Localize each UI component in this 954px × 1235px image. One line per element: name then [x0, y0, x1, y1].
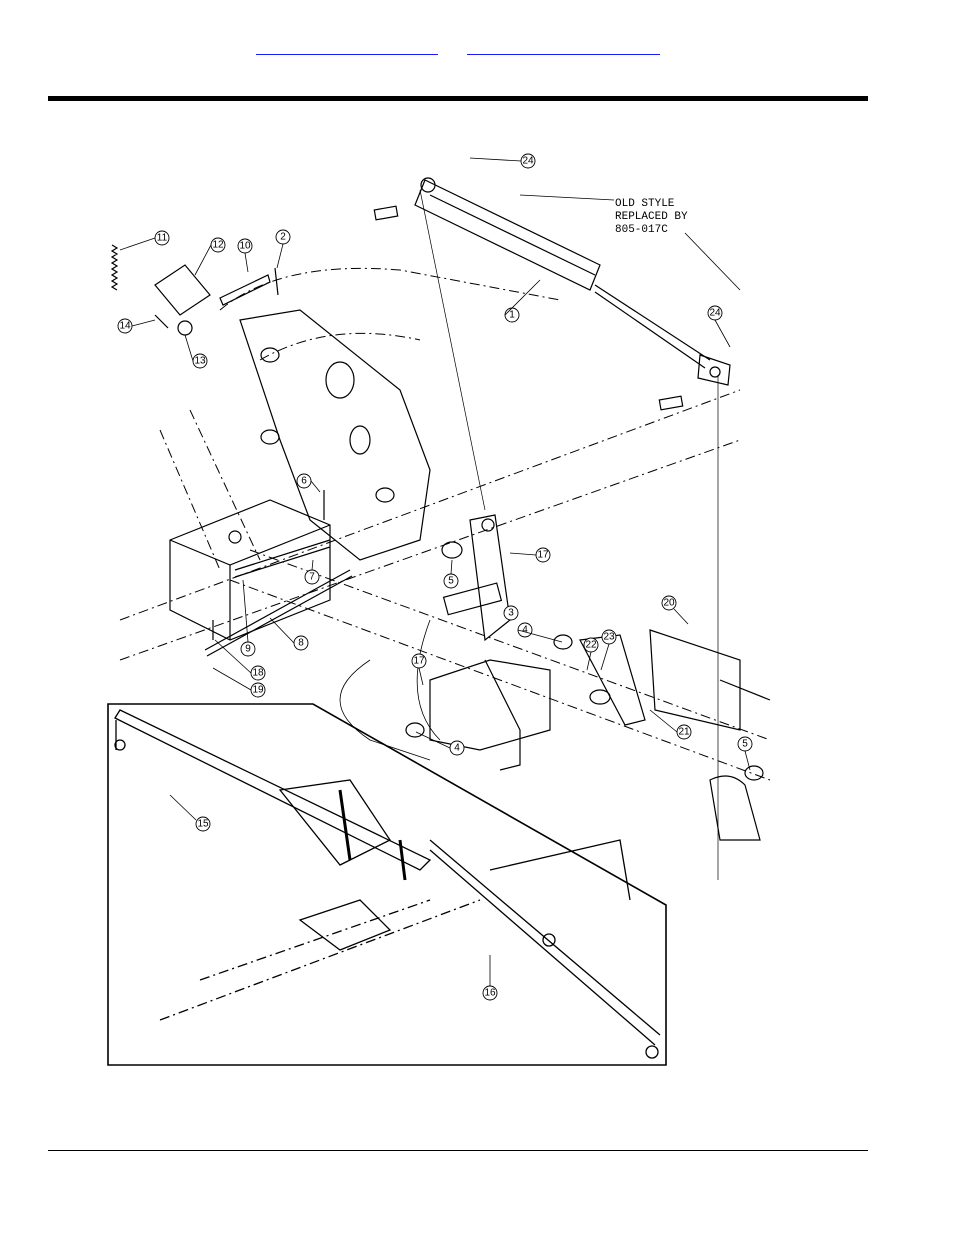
callout-9: 9 — [245, 644, 251, 655]
callout-10: 10 — [239, 241, 251, 252]
callout-14: 14 — [119, 321, 131, 332]
callout-15: 15 — [197, 819, 209, 830]
callout-24b: 24 — [709, 308, 721, 319]
callout-17a: 17 — [537, 550, 549, 561]
callout-8: 8 — [298, 638, 304, 649]
callout-5b: 5 — [742, 739, 748, 750]
center-plate — [240, 310, 430, 560]
callouts — [118, 154, 752, 1000]
lower-bracket — [406, 630, 770, 840]
callout-1: 1 — [509, 310, 515, 321]
callout-20: 20 — [663, 598, 675, 609]
callout-24a: 24 — [522, 156, 534, 167]
note-line-3: 805-017C — [615, 224, 668, 236]
callout-22: 22 — [585, 640, 597, 651]
callout-2: 2 — [280, 232, 286, 243]
callout-5a: 5 — [448, 576, 454, 587]
callout-12: 12 — [212, 240, 224, 251]
callout-3: 3 — [508, 608, 514, 619]
note-line-2: REPLACED BY — [615, 211, 688, 223]
callout-23: 23 — [603, 632, 615, 643]
callout-17b: 17 — [413, 656, 425, 667]
callout-13: 13 — [194, 356, 206, 367]
inset-overview — [108, 704, 666, 1065]
callout-4b: 4 — [454, 743, 460, 754]
upper-left-parts — [112, 245, 278, 335]
leader-lines — [120, 158, 750, 986]
callout-21: 21 — [678, 727, 690, 738]
callout-7: 7 — [309, 572, 315, 583]
callout-19: 19 — [252, 685, 264, 696]
callout-18: 18 — [252, 668, 264, 679]
callout-4a: 4 — [522, 625, 528, 636]
note-line-1: OLD STYLE — [615, 198, 675, 210]
footer-rule — [48, 1150, 868, 1151]
hitch-block — [170, 500, 330, 640]
parts-diagram: 1 2 3 4 4 5 5 6 7 8 9 10 11 12 13 14 15 … — [100, 140, 780, 1080]
header-link-2[interactable] — [467, 44, 660, 55]
callout-16: 16 — [484, 988, 496, 999]
header-rule — [48, 96, 868, 101]
header-link-1[interactable] — [256, 44, 438, 55]
callout-6: 6 — [301, 476, 307, 487]
callout-11: 11 — [157, 233, 168, 244]
